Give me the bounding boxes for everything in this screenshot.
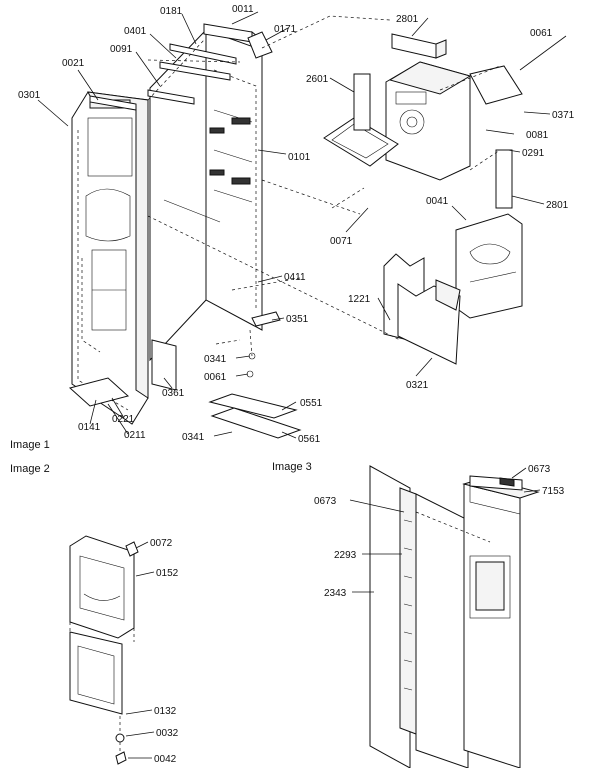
callout: 0011	[232, 4, 254, 15]
callout: 0091	[110, 44, 133, 55]
rail-0561	[210, 407, 302, 439]
callout: 1221	[348, 294, 371, 305]
callout: 7153	[542, 486, 565, 497]
caption-image3: Image 3	[272, 461, 312, 473]
rail-0021	[89, 95, 137, 111]
callout: 2801	[546, 200, 569, 211]
callout: 2343	[324, 588, 347, 599]
trim-0361	[151, 339, 177, 391]
rail-0091	[147, 89, 195, 105]
callout: 0061	[530, 28, 553, 39]
callout: 0152	[156, 568, 179, 579]
callout: 0072	[150, 538, 173, 549]
image3-leaders	[349, 467, 541, 593]
callout: 0132	[154, 706, 177, 717]
image2-leaders	[119, 541, 155, 759]
callout: 0211	[124, 430, 146, 441]
image1-leaders	[37, 11, 567, 439]
callout: 0221	[112, 414, 135, 425]
callout: 0021	[62, 58, 85, 69]
foam-block-2801-side	[495, 149, 513, 209]
callout: 0321	[406, 380, 429, 391]
caption-image1: Image 1	[10, 439, 50, 451]
image1-labels: 0011 0181 0171 0401 0091 0021 0301 2801 …	[18, 4, 575, 445]
image3-drawing	[349, 465, 541, 768]
frame-0132	[69, 631, 123, 715]
callout: 2293	[334, 550, 357, 561]
callout: 0551	[300, 398, 323, 409]
outer-door-7153	[462, 477, 540, 768]
rail-0401	[159, 61, 231, 81]
callout: 0061	[204, 372, 227, 383]
divider-panel-0101	[149, 28, 263, 362]
callout: 0401	[124, 26, 147, 37]
callout: 0291	[522, 148, 545, 159]
callout: 0041	[426, 196, 449, 207]
callout: 0341	[204, 354, 227, 365]
callout: 0361	[162, 388, 185, 399]
callout: 2601	[306, 74, 329, 85]
screw-0042	[115, 751, 127, 765]
callout: 0081	[526, 130, 549, 141]
hinge-cover-0673-top	[469, 475, 523, 491]
callout: 0101	[288, 152, 311, 163]
callout: 0673	[314, 496, 337, 507]
callout: 0673	[528, 464, 551, 475]
image1-drawing	[37, 11, 567, 439]
inner-panel	[415, 493, 469, 768]
callout: 0301	[18, 90, 41, 101]
callout: 0561	[298, 434, 321, 445]
callout: 0171	[274, 24, 297, 35]
fan-grille-0071	[323, 117, 399, 167]
callout: 0032	[156, 728, 179, 739]
callout: 0141	[78, 422, 101, 433]
bezel-0152	[69, 535, 135, 639]
rail-0551	[208, 393, 298, 419]
foam-block-2801-top	[391, 33, 447, 59]
clip-0072	[125, 541, 139, 557]
image2-drawing	[69, 535, 155, 765]
liner-panel-0301	[71, 91, 149, 425]
callout: 2801	[396, 14, 419, 25]
top-rail-0181	[169, 43, 237, 65]
callout: 0341	[182, 432, 205, 443]
duct-panel-0321	[397, 279, 461, 365]
image2-labels: 0072 0152 0132 0032 0042	[150, 538, 179, 765]
callout: 0071	[330, 236, 353, 247]
evaporator-housing	[385, 61, 523, 181]
foam-block-2601	[353, 73, 371, 131]
callout: 0411	[284, 272, 306, 283]
screw-0032	[115, 733, 125, 743]
callout: 0371	[552, 110, 575, 121]
callout: 0351	[286, 314, 309, 325]
bracket-0171	[247, 31, 273, 59]
image3-labels: 0673 7153 0673 2293 2343	[314, 464, 565, 599]
gasket-2293	[399, 487, 417, 735]
shelf-0141	[68, 377, 130, 407]
callout: 0042	[154, 754, 177, 765]
bracket-0351	[251, 311, 281, 327]
caption-image2: Image 2	[10, 463, 50, 475]
ice-chute-housing-0041	[455, 213, 523, 319]
callout: 0181	[160, 6, 183, 17]
